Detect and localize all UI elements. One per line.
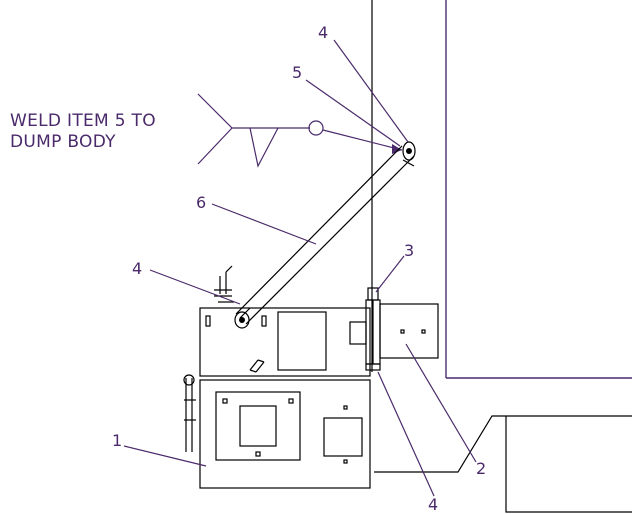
callout-item3: 3 <box>404 241 414 260</box>
callout-item1: 1 <box>112 431 122 450</box>
callout-item2: 2 <box>476 459 486 478</box>
strut-rod <box>235 145 415 325</box>
callout-item4-top: 4 <box>318 23 328 42</box>
frame-rail <box>374 415 632 513</box>
hinge-plate <box>349 287 439 371</box>
housing-lower-panel <box>183 374 371 489</box>
pump-housing <box>199 265 371 377</box>
lower-pivot-bracket <box>234 311 250 329</box>
callout-item4-bottom: 4 <box>428 495 438 514</box>
top-pivot-bracket <box>402 141 416 167</box>
callout-leaders <box>123 39 477 497</box>
weld-symbol <box>197 93 403 168</box>
callout-item5: 5 <box>292 63 302 82</box>
weld-note-line1: WELD ITEM 5 TO <box>10 111 156 131</box>
callout-item4-left: 4 <box>132 259 142 278</box>
dump-body-outline <box>371 0 632 379</box>
weld-arrowhead <box>392 144 402 154</box>
callout-item6: 6 <box>196 193 206 212</box>
weld-note-line2: DUMP BODY <box>10 132 116 152</box>
